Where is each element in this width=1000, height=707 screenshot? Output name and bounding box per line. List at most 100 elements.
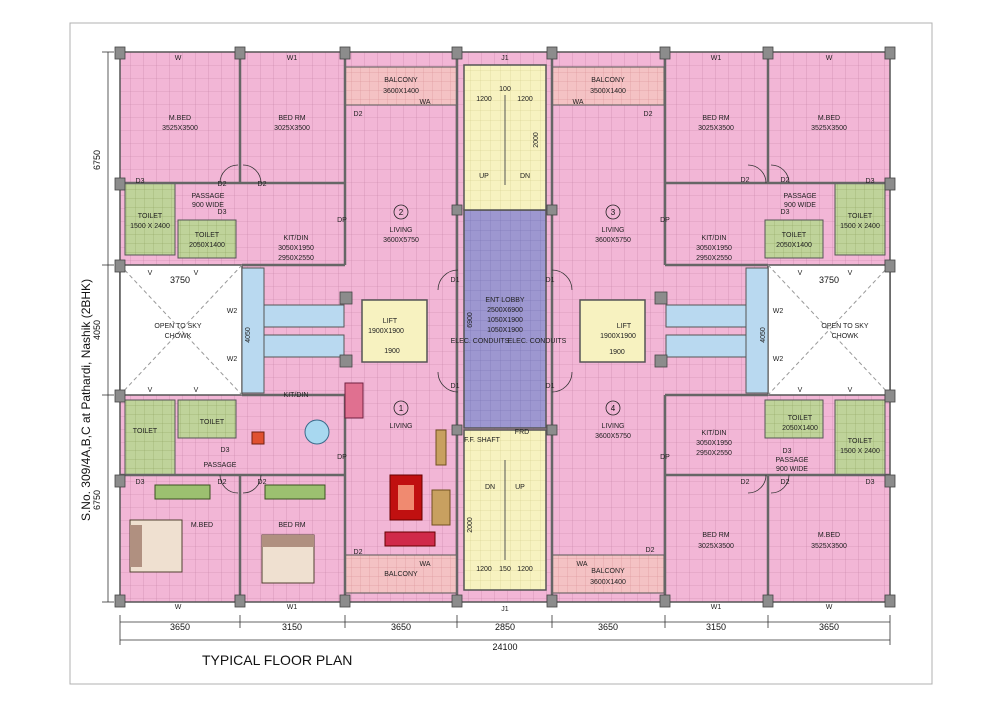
dim-bottom-2: 3150 (282, 622, 302, 632)
living-3-label: LIVING (602, 227, 625, 234)
side-caption: S.No. 309/4A,B,C at Pathardi, Nashik (2B… (79, 279, 93, 521)
flat-3-marker (605, 204, 621, 220)
balcony-tl (344, 66, 458, 106)
stair-top-100: 100 (499, 86, 511, 93)
passage-tr-size: 900 WIDE (784, 202, 816, 209)
lobby-size-2: 1050X1900 (487, 317, 523, 324)
tag-d2-5: D2 (741, 177, 750, 184)
mbed-bl-label: M.BED (191, 522, 213, 529)
plan-title: TYPICAL FLOOR PLAN (202, 652, 352, 668)
passage-br-label: PASSAGE (776, 457, 809, 464)
tag-d3-5: D3 (136, 479, 145, 486)
duct-left-bot (263, 334, 345, 358)
lift-left (361, 299, 428, 363)
tag-d1-bl: D1 (451, 383, 460, 390)
tag-wa-br: WA (576, 561, 587, 568)
living-4-size: 3600X5750 (595, 433, 631, 440)
tag-d2-12: D2 (781, 479, 790, 486)
dim-bottom-4: 2850 (495, 622, 515, 632)
stair-top-1200-l: 1200 (476, 96, 492, 103)
duct-left (241, 267, 265, 394)
tag-v-1: V (148, 270, 153, 277)
living-2-size: 3600X5750 (383, 237, 419, 244)
living-3-size: 3600X5750 (595, 237, 631, 244)
tag-w1-bl: W1 (287, 604, 298, 611)
tag-d2-8: D2 (646, 547, 655, 554)
kitdin-tl-size1: 3050X1950 (278, 245, 314, 252)
flat-4-number: 4 (611, 404, 616, 413)
tag-w1-tl: W1 (287, 55, 298, 62)
mbed-br-label: M.BED (818, 532, 840, 539)
living-4-label: LIVING (602, 423, 625, 430)
stair-bot-2000: 2000 (467, 517, 474, 533)
toilet-tl-a-size: 1500 X 2400 (130, 223, 170, 230)
stair-bot-150: 150 (499, 566, 511, 573)
tag-w2-1: W2 (227, 308, 238, 315)
balcony-tr-size: 3500X1400 (590, 88, 626, 95)
lift-right-size: 1900X1900 (600, 333, 636, 340)
dim-bottom-6: 3150 (706, 622, 726, 632)
bedrm-tr-label: BED RM (702, 115, 729, 122)
tag-d3-8: D3 (866, 479, 875, 486)
chowk-right-line2: CHOWK (832, 333, 859, 340)
tag-w-br: W (826, 604, 833, 611)
tag-d2-6: D2 (781, 177, 790, 184)
chowk-left-line1: OPEN TO SKY (154, 323, 202, 330)
flat-2-marker (393, 204, 409, 220)
columns (114, 46, 896, 608)
toilet-br-a-label: TOILET (848, 438, 873, 445)
stair-top-2000: 2000 (533, 132, 540, 148)
toilet-tr-a-size: 1500 X 2400 (840, 223, 880, 230)
tag-dp-2: DP (660, 217, 670, 224)
tag-w-tr: W (826, 55, 833, 62)
lobby-6900: 6900 (467, 312, 474, 328)
tag-w1-tr: W1 (711, 55, 722, 62)
lobby-size-3: 1050X1900 (487, 327, 523, 334)
tag-d2-11: D2 (741, 479, 750, 486)
mbed-br-size: 3525X3500 (811, 543, 847, 550)
dim-left-bottom: 6750 (92, 490, 102, 510)
tag-v-8: V (848, 387, 853, 394)
lift-right-dim: 1900 (609, 349, 625, 356)
mbed-tl-label: M.BED (169, 115, 191, 122)
tag-d3-4: D3 (866, 178, 875, 185)
dimension-lines (102, 51, 891, 645)
tag-d1-tl: D1 (451, 277, 460, 284)
flat-1-marker (393, 400, 409, 416)
stair-top-up: UP (479, 173, 489, 180)
page-border (69, 22, 933, 685)
frd-label: FRD (515, 429, 529, 436)
kitdin-tl-label: KIT/DIN (284, 235, 309, 242)
tag-d3-6: D3 (221, 447, 230, 454)
toilet-bl-a (124, 399, 176, 476)
dim-total: 24100 (492, 642, 517, 652)
tag-d3-3: D3 (781, 209, 790, 216)
toilet-tr-b-label: TOILET (782, 232, 807, 239)
toilet-bl-b-label: TOILET (200, 419, 225, 426)
living-1-label: LIVING (390, 423, 413, 430)
chowk-left-line2: CHOWK (165, 333, 192, 340)
toilet-br-b-label: TOILET (788, 415, 813, 422)
tag-v-2: V (194, 270, 199, 277)
chowk-left-width: 3750 (170, 275, 190, 285)
passage-br-size: 900 WIDE (776, 466, 808, 473)
toilet-tr-a-label: TOILET (848, 213, 873, 220)
stair-bot-1200-r: 1200 (517, 566, 533, 573)
flat-1-number: 1 (399, 404, 404, 413)
balcony-br-label: BALCONY (591, 568, 625, 575)
tag-w-bl: W (175, 604, 182, 611)
mbed-tl-size: 3525X3500 (162, 125, 198, 132)
tag-d2-7: D2 (354, 549, 363, 556)
door-swings (219, 164, 790, 494)
toilet-tr-b (764, 219, 824, 259)
fire-shaft: F.F. SHAFT (464, 437, 501, 444)
kitdin-tr-size1: 3050X1950 (696, 245, 732, 252)
balcony-tl-size: 3600X1400 (383, 88, 419, 95)
tag-d2-10: D2 (258, 479, 267, 486)
bedrm-bl-label: BED RM (278, 522, 305, 529)
lift-left-dim: 1900 (384, 348, 400, 355)
bedrm-br-size: 3025X3500 (698, 543, 734, 550)
tag-wa-tr: WA (572, 99, 583, 106)
lift-left-label: LIFT (383, 318, 398, 325)
balcony-tr-label: BALCONY (591, 77, 625, 84)
